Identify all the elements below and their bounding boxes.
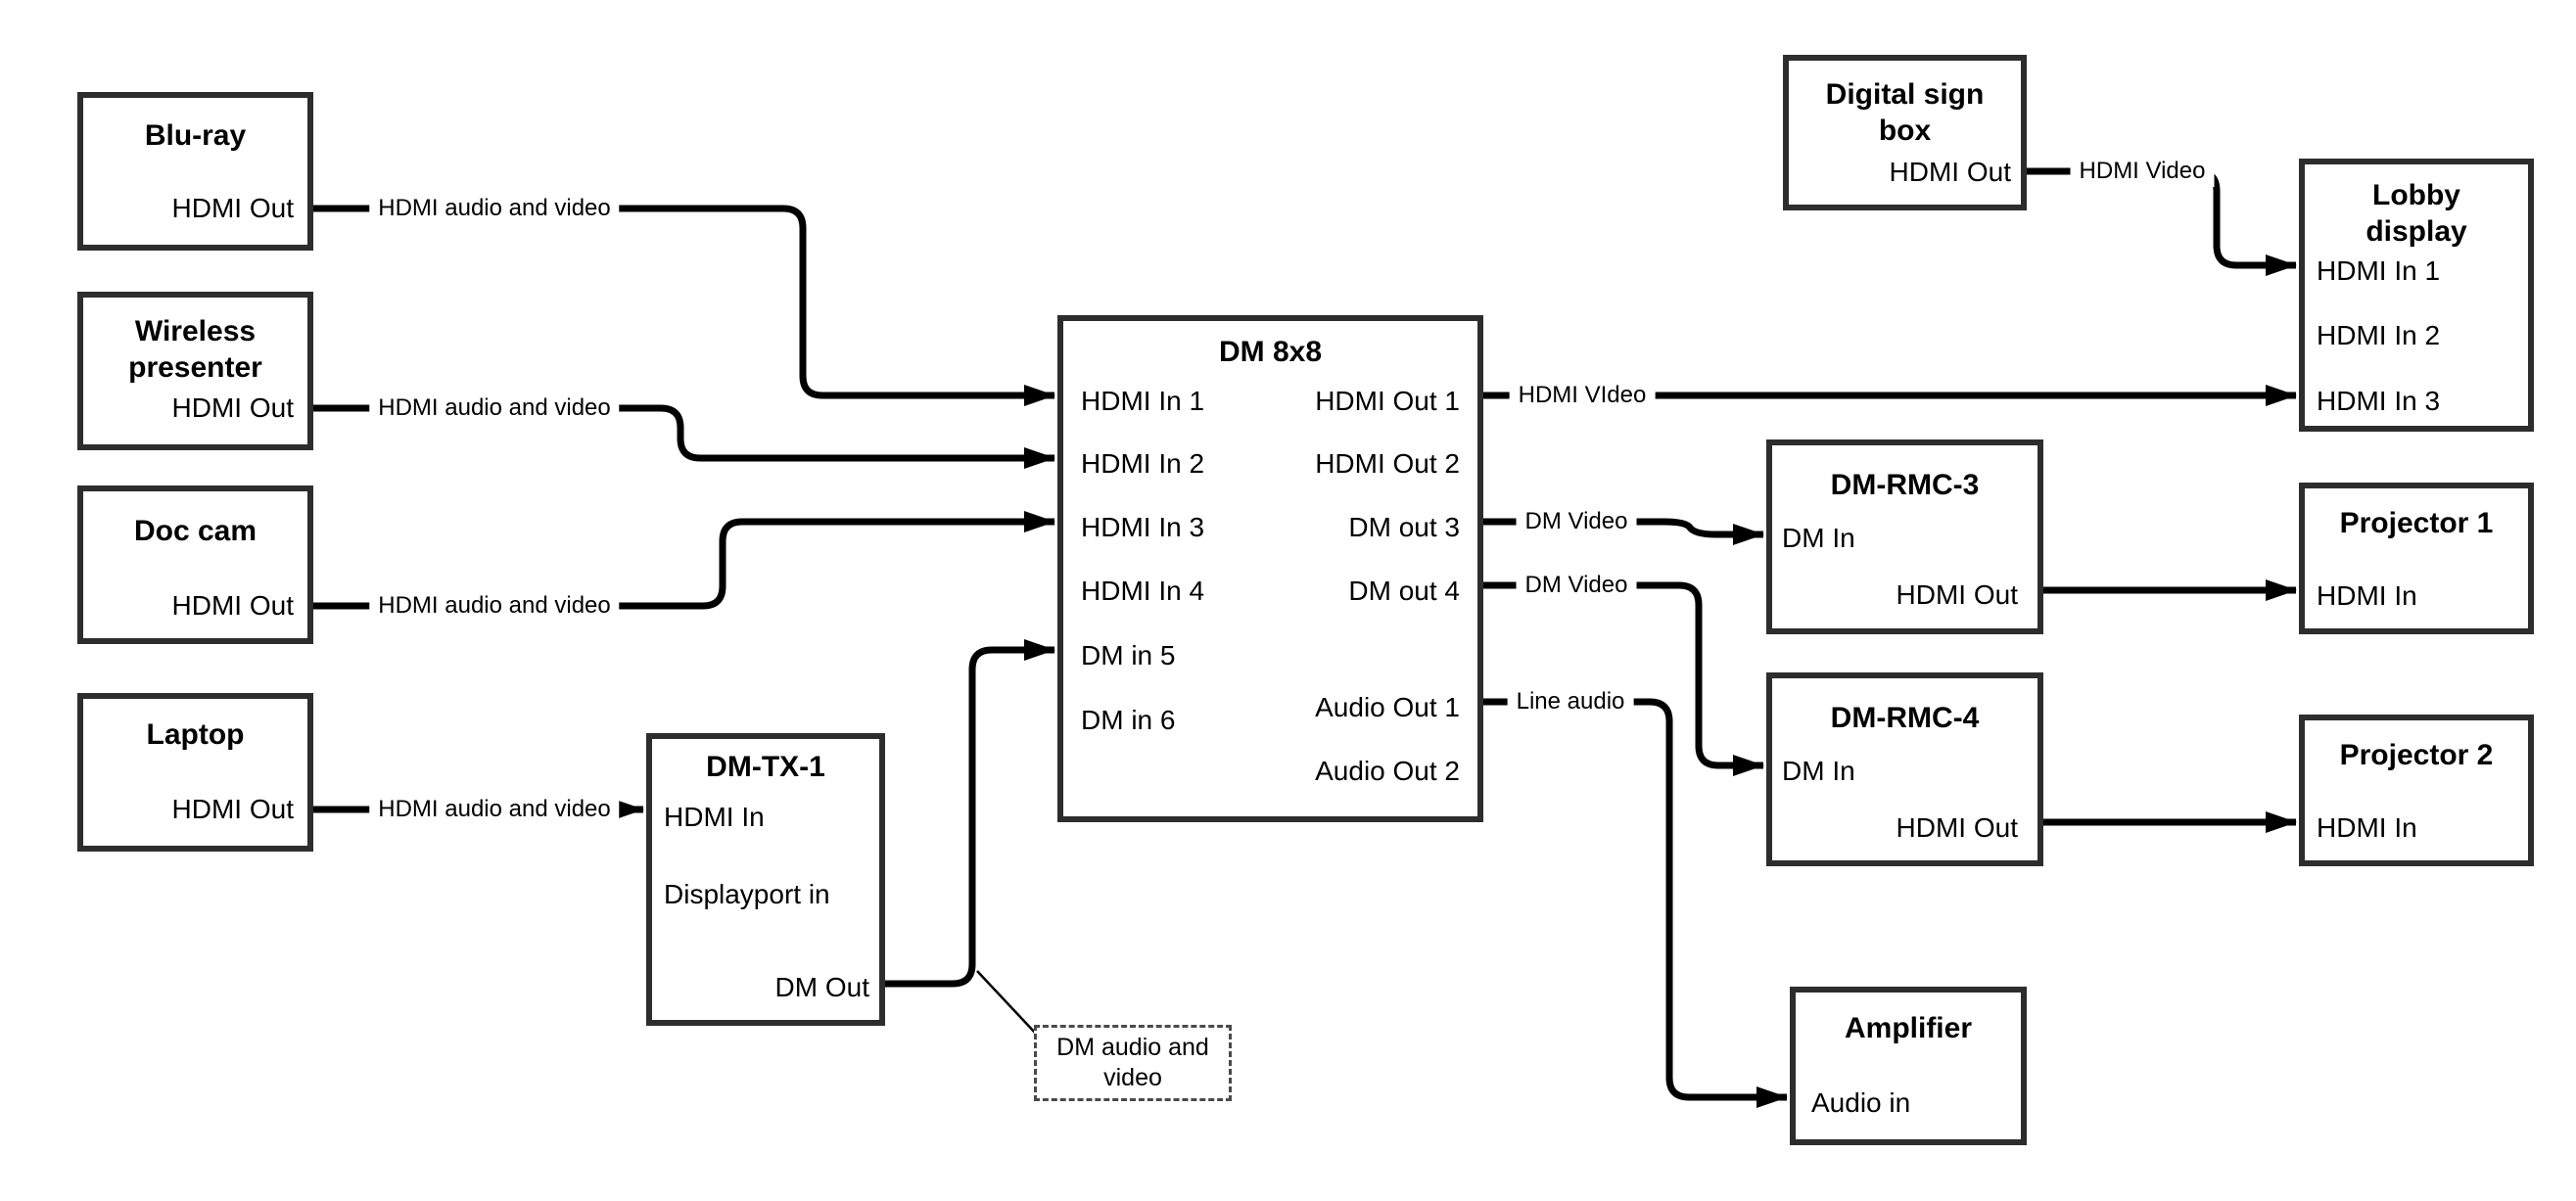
dm-audio-video-note: DM audio and video — [1034, 1025, 1232, 1101]
wire-dm-out-3-to-rmc3 — [1483, 518, 1764, 545]
dm-rmc-4-port-dm-in: DM In — [1782, 756, 1855, 786]
dm-8x8-port-hdmi-out-1: HDMI Out 1 — [1315, 386, 1460, 416]
dm-tx-1-title: DM-TX-1 — [706, 751, 825, 783]
bluray-title: Blu-ray — [144, 119, 247, 152]
wireless-presenter-title: Wireless presenter — [128, 315, 262, 384]
wireless-port-hdmi-out: HDMI Out — [171, 393, 294, 423]
dm-8x8-title: DM 8x8 — [1218, 336, 1323, 368]
wire-dmtx1-to-dm-in-5 — [885, 639, 1055, 988]
projector-2-title: Projector 2 — [2339, 739, 2494, 771]
dm-8x8-port-hdmi-in-4: HDMI In 4 — [1081, 576, 1205, 606]
dm-tx-1-port-hdmi-in: HDMI In — [664, 802, 765, 832]
digital-sign-box: Digital sign box HDMI Out — [1783, 55, 2027, 210]
dm-8x8-port-hdmi-in-3: HDMI In 3 — [1081, 512, 1205, 542]
dm-rmc-3-title: DM-RMC-3 — [1830, 469, 1980, 501]
wire-label-line-audio: Line audio — [1507, 686, 1634, 717]
amplifier-port-audio-in: Audio in — [1811, 1087, 1911, 1118]
dm-rmc-4-box: DM-RMC-4 DM In HDMI Out — [1766, 672, 2043, 866]
lobby-display-port-hdmi-in-3: HDMI In 3 — [2317, 386, 2441, 416]
doc-cam-box: Doc cam HDMI Out — [77, 485, 313, 644]
dm-tx-1-box: DM-TX-1 HDMI In Displayport in DM Out — [646, 733, 885, 1026]
dm-tx-1-port-displayport-in: Displayport in — [664, 879, 830, 909]
dm-rmc-3-port-hdmi-out: HDMI Out — [1896, 579, 2018, 610]
dm-8x8-port-hdmi-in-2: HDMI In 2 — [1081, 448, 1205, 479]
bluray-port-hdmi-out: HDMI Out — [171, 193, 294, 223]
digital-sign-box-title: Digital sign box — [1825, 78, 1985, 147]
lobby-display-port-hdmi-in-1: HDMI In 1 — [2317, 255, 2441, 286]
doc-cam-port-hdmi-out: HDMI Out — [171, 590, 294, 621]
bluray-box: Blu-ray HDMI Out — [77, 92, 313, 251]
laptop-port-hdmi-out: HDMI Out — [171, 794, 294, 824]
dm-8x8-box: DM 8x8 HDMI In 1 HDMI In 2 HDMI In 3 HDM… — [1057, 315, 1483, 822]
wire-label-laptop: HDMI audio and video — [369, 794, 620, 825]
wire-label-dm-video-3: DM Video — [1516, 506, 1637, 537]
wire-wireless-to-hdmi-in-2 — [313, 404, 1055, 469]
dm-8x8-port-audio-out-1: Audio Out 1 — [1315, 692, 1460, 722]
amplifier-box: Amplifier Audio in — [1790, 987, 2027, 1145]
wire-label-dm-video-4: DM Video — [1516, 570, 1637, 601]
dm-8x8-port-dm-in-5: DM in 5 — [1081, 640, 1176, 670]
wire-bluray-to-hdmi-in-1 — [313, 205, 1055, 406]
dm-8x8-port-hdmi-in-1: HDMI In 1 — [1081, 386, 1205, 416]
wire-label-bluray: HDMI audio and video — [369, 193, 620, 224]
projector-2-box: Projector 2 HDMI In — [2299, 715, 2534, 866]
dm-rmc-4-title: DM-RMC-4 — [1830, 702, 1980, 734]
wire-dm-out-4-to-rmc4 — [1483, 581, 1764, 776]
projector-1-title: Projector 1 — [2339, 507, 2494, 539]
projector-1-port-hdmi-in: HDMI In — [2317, 580, 2417, 611]
laptop-box: Laptop HDMI Out — [77, 693, 313, 852]
wire-label-doccam: HDMI audio and video — [369, 590, 620, 622]
projector-2-port-hdmi-in: HDMI In — [2317, 812, 2417, 843]
dm-rmc-3-port-dm-in: DM In — [1782, 523, 1855, 553]
wire-label-hdmi-video-out1: HDMI VIdeo — [1509, 380, 1656, 411]
dm-8x8-port-hdmi-out-2: HDMI Out 2 — [1315, 448, 1460, 479]
dm-8x8-port-dm-out-4: DM out 4 — [1348, 576, 1460, 606]
projector-1-box: Projector 1 HDMI In — [2299, 483, 2534, 634]
doc-cam-title: Doc cam — [133, 515, 258, 547]
wire-label-wireless: HDMI audio and video — [369, 393, 620, 424]
dm-8x8-port-dm-in-6: DM in 6 — [1081, 705, 1176, 735]
laptop-title: Laptop — [146, 718, 245, 751]
dm-rmc-3-box: DM-RMC-3 DM In HDMI Out — [1766, 439, 2043, 634]
wire-audio-out-1-to-amp — [1483, 698, 1788, 1108]
dm-8x8-port-dm-out-3: DM out 3 — [1348, 512, 1460, 542]
amplifier-title: Amplifier — [1844, 1012, 1973, 1044]
digital-sign-box-port-hdmi-out: HDMI Out — [1889, 157, 2011, 187]
note-callout-line — [976, 970, 1037, 1035]
lobby-display-title: Lobby display — [2365, 179, 2467, 248]
lobby-display-box: Lobby display HDMI In 1 HDMI In 2 HDMI I… — [2299, 159, 2534, 432]
dm-8x8-port-audio-out-2: Audio Out 2 — [1315, 756, 1460, 786]
wire-label-hdmi-video-sign: HDMI Video — [2070, 156, 2215, 187]
lobby-display-port-hdmi-in-2: HDMI In 2 — [2317, 320, 2441, 350]
wireless-presenter-box: Wireless presenter HDMI Out — [77, 292, 313, 450]
wire-doccam-to-hdmi-in-3 — [313, 511, 1055, 610]
dm-tx-1-port-dm-out: DM Out — [774, 972, 869, 1002]
dm-rmc-4-port-hdmi-out: HDMI Out — [1896, 812, 2018, 843]
